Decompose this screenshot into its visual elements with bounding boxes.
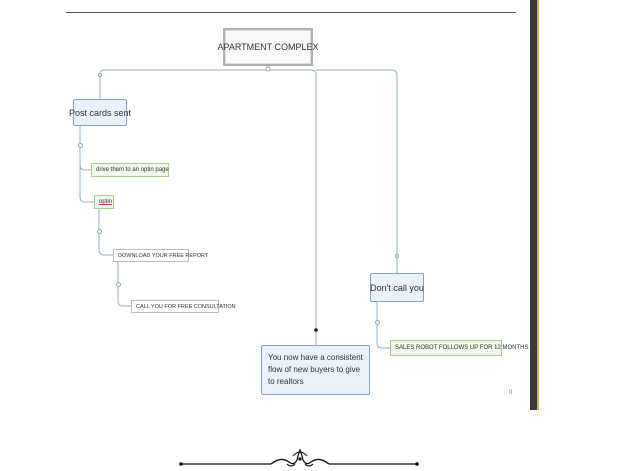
sales-robot-label: SALES ROBOT FOLLOWS UP FOR 12 MONTHS <box>395 345 529 351</box>
right-edge-highlight <box>537 0 539 410</box>
optin-node[interactable]: optin <box>94 195 114 209</box>
corner-mark: II <box>509 390 513 396</box>
flow-anchor <box>314 328 318 332</box>
optin-collapse-icon[interactable] <box>97 229 102 234</box>
sales-robot-node[interactable]: SALES ROBOT FOLLOWS UP FOR 12 MONTHS <box>390 340 528 356</box>
post-cards-label: Post cards sent <box>68 107 132 118</box>
root-node[interactable]: APARTMENT COMPLEX <box>217 28 319 66</box>
ornament-divider <box>179 448 419 467</box>
drive-optin-node[interactable]: drive them to an optin page <box>91 163 169 177</box>
dont-call-node[interactable]: Don't call you <box>370 273 424 302</box>
post-cards-collapse-icon[interactable] <box>78 143 83 148</box>
dont-call-label: Don't call you <box>370 282 424 293</box>
optin-label: optin <box>99 199 113 205</box>
dont-anchor <box>395 254 399 258</box>
post-cards-node[interactable]: Post cards sent <box>69 99 131 126</box>
post-anchor <box>98 73 102 77</box>
buyer-flow-label: You now have a consistent flow of new bu… <box>268 353 363 386</box>
edge-post-optin <box>79 165 94 203</box>
root-anchor <box>265 66 271 72</box>
buyer-flow-node[interactable]: You now have a consistent flow of new bu… <box>261 345 370 395</box>
root-label: APARTMENT COMPLEX <box>217 42 319 52</box>
right-edge-bar <box>530 0 537 410</box>
edge-root-post <box>99 66 269 99</box>
edge-post-drive <box>79 126 91 171</box>
edge-optin-download <box>98 209 113 256</box>
edge-dont-sales <box>376 302 390 349</box>
free-consultation-node[interactable]: CALL YOU FOR FREE CONSULTATION <box>131 300 236 313</box>
edge-download-call <box>117 262 131 307</box>
dont-call-collapse-icon[interactable] <box>375 320 380 325</box>
download-report-node[interactable]: DOWNLOAD YOUR FREE REPORT <box>113 249 208 262</box>
download-collapse-icon[interactable] <box>116 282 121 287</box>
drive-optin-label: drive them to an optin page <box>96 167 169 173</box>
edge-root-flow <box>267 68 317 345</box>
download-report-label: DOWNLOAD YOUR FREE REPORT <box>118 252 209 259</box>
edge-root-dont <box>316 69 398 273</box>
top-rule <box>66 12 516 13</box>
free-consultation-label: CALL YOU FOR FREE CONSULTATION <box>136 303 236 310</box>
